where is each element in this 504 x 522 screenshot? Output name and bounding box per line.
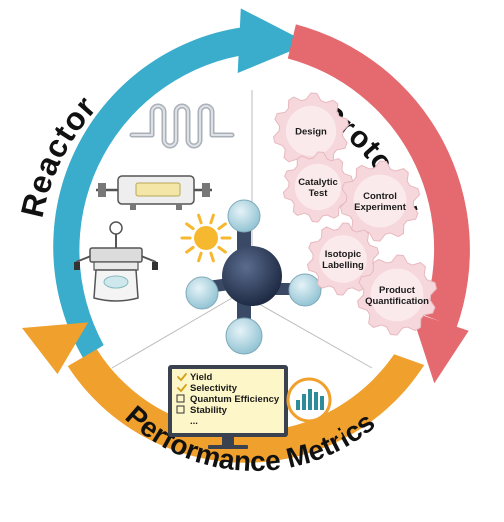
check-icon xyxy=(177,373,187,382)
gear-hub xyxy=(285,105,337,157)
protocol-step-label: Labelling xyxy=(322,260,364,271)
gear-hub xyxy=(353,174,407,228)
sun-ray xyxy=(209,213,215,225)
protocol-step-label: Catalytic xyxy=(298,177,338,188)
protocol-step-gear: Design xyxy=(272,92,350,170)
performance-arrowhead xyxy=(22,322,89,375)
protocol-step-label: Product xyxy=(379,285,416,296)
protocol-arc xyxy=(287,24,470,328)
monitor-icon xyxy=(168,365,288,449)
metric-item: Yield xyxy=(177,372,213,383)
batch-reactor-icon xyxy=(74,221,158,302)
metric-label: Yield xyxy=(190,372,213,383)
metric-item: ... xyxy=(190,416,198,427)
gear-hub xyxy=(294,163,342,211)
flow-coil-icon xyxy=(129,103,235,149)
checkbox-icon xyxy=(176,405,185,414)
reactor-arc xyxy=(53,27,243,358)
protocol-step-label: Experiment xyxy=(354,202,407,213)
sun-ray xyxy=(197,213,203,225)
sun-ray xyxy=(185,245,195,254)
sun-ray xyxy=(217,222,227,231)
tubular-reactor-icon xyxy=(96,175,212,210)
magnifier-chart-icon xyxy=(286,377,343,439)
sun-icon xyxy=(180,213,232,263)
metric-label: Stability xyxy=(190,405,228,416)
methane-molecule-icon xyxy=(185,199,322,355)
protocol-step-label: Control xyxy=(363,191,397,202)
sun-ray xyxy=(217,245,227,254)
performance-arc xyxy=(67,349,425,463)
protocol-step-label: Quantification xyxy=(365,296,429,307)
gear-hub xyxy=(319,235,367,283)
checkbox-icon xyxy=(176,394,185,403)
protocol-step-label: Design xyxy=(295,127,327,138)
metric-label: Quantum Efficiency xyxy=(190,394,280,405)
gear-hub xyxy=(370,268,424,322)
check-icon xyxy=(177,384,187,393)
protocol-arrowhead xyxy=(411,311,469,384)
protocol-step-label: Isotopic xyxy=(325,249,361,260)
metric-item: Quantum Efficiency xyxy=(176,394,280,405)
sun-ray xyxy=(185,222,195,231)
metric-item: Stability xyxy=(176,405,228,416)
reactor-arrowhead xyxy=(237,8,310,73)
protocol-step-label: Test xyxy=(309,188,329,199)
metric-item: Selectivity xyxy=(177,383,238,394)
sun-ray xyxy=(197,251,203,263)
metric-label: Selectivity xyxy=(190,383,238,394)
sun-ray xyxy=(209,251,215,263)
metric-label: ... xyxy=(190,416,198,427)
